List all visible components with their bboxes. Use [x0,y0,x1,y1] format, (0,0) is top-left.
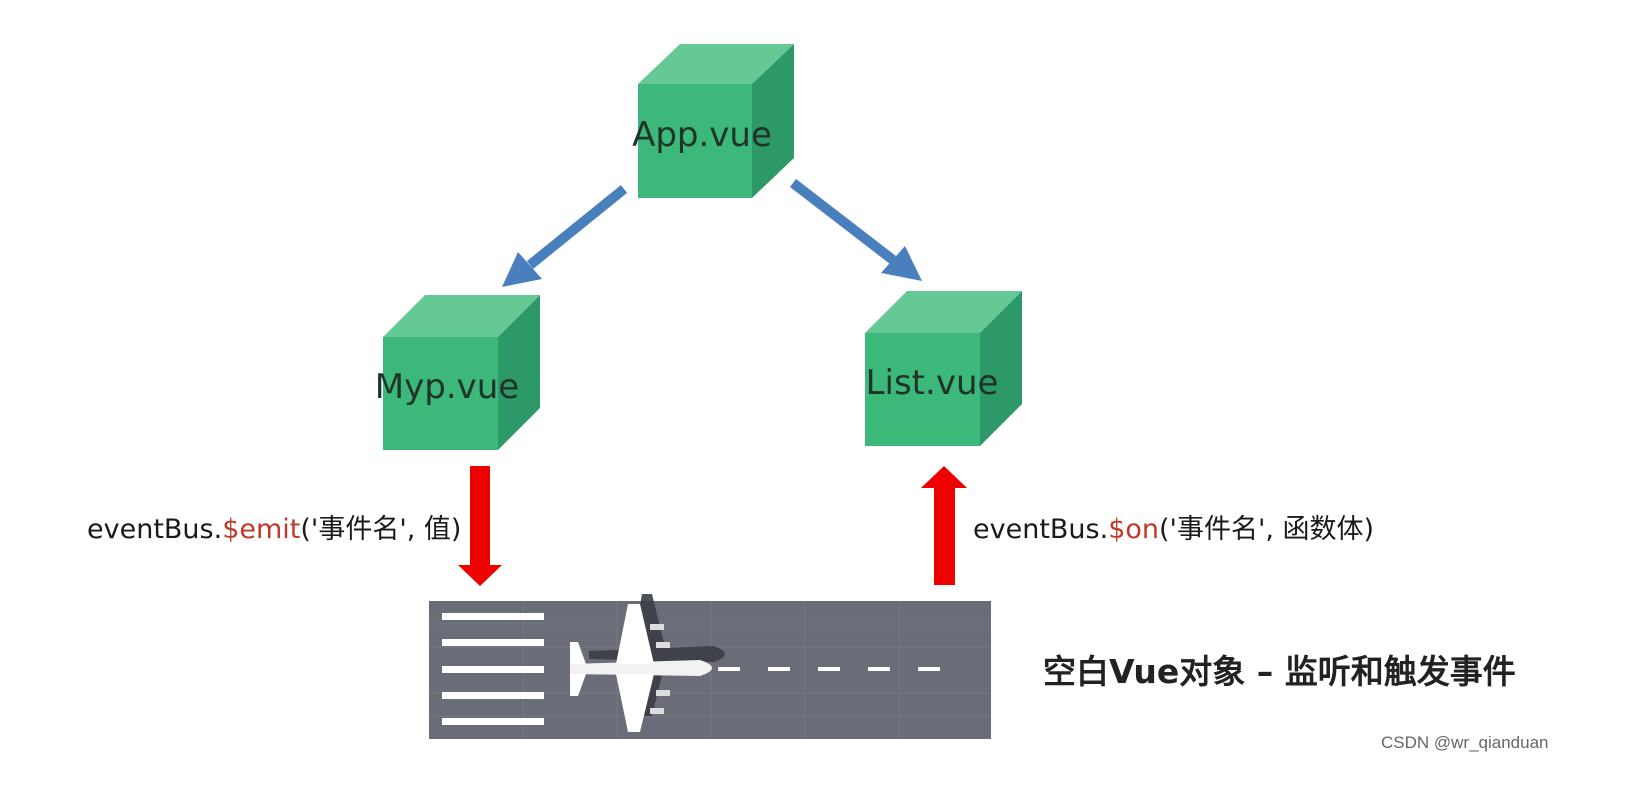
app-vue-node: App.vue [632,44,794,198]
app-cube-side [752,44,794,198]
caption: 空白Vue对象 – 监听和触发事件 [1043,652,1516,691]
list-cube-top [865,291,1022,333]
on-label: eventBus.$on('事件名', 函数体) [973,514,1374,545]
emit-prefix: eventBus. [87,514,222,545]
airplane-icon [570,594,725,732]
on-args: ('事件名', 函数体) [1159,514,1374,545]
list-cube-front [865,333,980,446]
list-cube-side [980,291,1022,446]
arrow-app-to-list [789,179,922,281]
app-cube-front [638,84,752,198]
on-up-arrow [921,466,967,585]
runway-threshold-stripes [442,613,544,725]
myp-cube-side [498,295,540,450]
myp-cube-front [383,337,498,450]
runway-centerline [718,667,940,671]
watermark: CSDN @wr_qianduan [1381,733,1549,752]
app-vue-label: App.vue [632,115,772,155]
myp-vue-node: Myp.vue [375,295,540,450]
app-cube-top [638,44,794,84]
myp-cube-top [383,295,540,337]
on-method: $on [1108,514,1159,545]
myp-vue-label: Myp.vue [375,367,519,407]
emit-args: ('事件名', 值) [300,514,461,545]
list-vue-node: List.vue [865,291,1022,446]
emit-down-arrow [458,466,502,586]
emit-method: $emit [222,514,300,545]
list-vue-label: List.vue [866,363,999,403]
on-prefix: eventBus. [973,514,1108,545]
emit-label: eventBus.$emit('事件名', 值) [87,514,461,545]
arrow-app-to-myp [502,185,628,287]
runway [429,594,991,739]
